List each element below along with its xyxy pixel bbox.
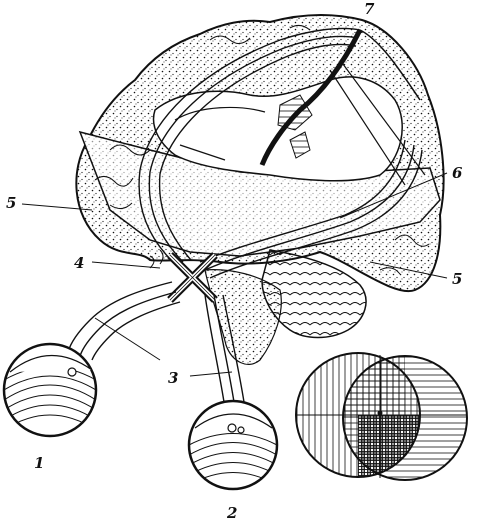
eyeball-left [2,342,98,438]
optic-radiation-left [138,27,361,265]
visual-cortex-region [259,28,426,186]
label-lateral-geniculate: 6 [452,164,463,182]
label-visual-cortex: 7 [364,0,375,18]
optic-nerve-left [67,281,181,361]
label-optic-tract-left: 5 [6,194,16,212]
brain-mass [75,13,445,365]
visual-fields-overlap [295,352,468,481]
optic-nerve-right [204,294,245,403]
eyeball-right [187,399,279,491]
label-optic-chiasm: 4 [74,254,84,272]
leader-lines [21,172,448,377]
optic-chiasm [149,249,218,303]
optic-radiation-right [199,139,423,279]
label-eye-right: 2 [226,504,237,522]
label-eye-left: 1 [34,454,44,472]
label-optic-nerve: 3 [168,369,178,387]
label-optic-tract-right: 5 [452,270,462,288]
